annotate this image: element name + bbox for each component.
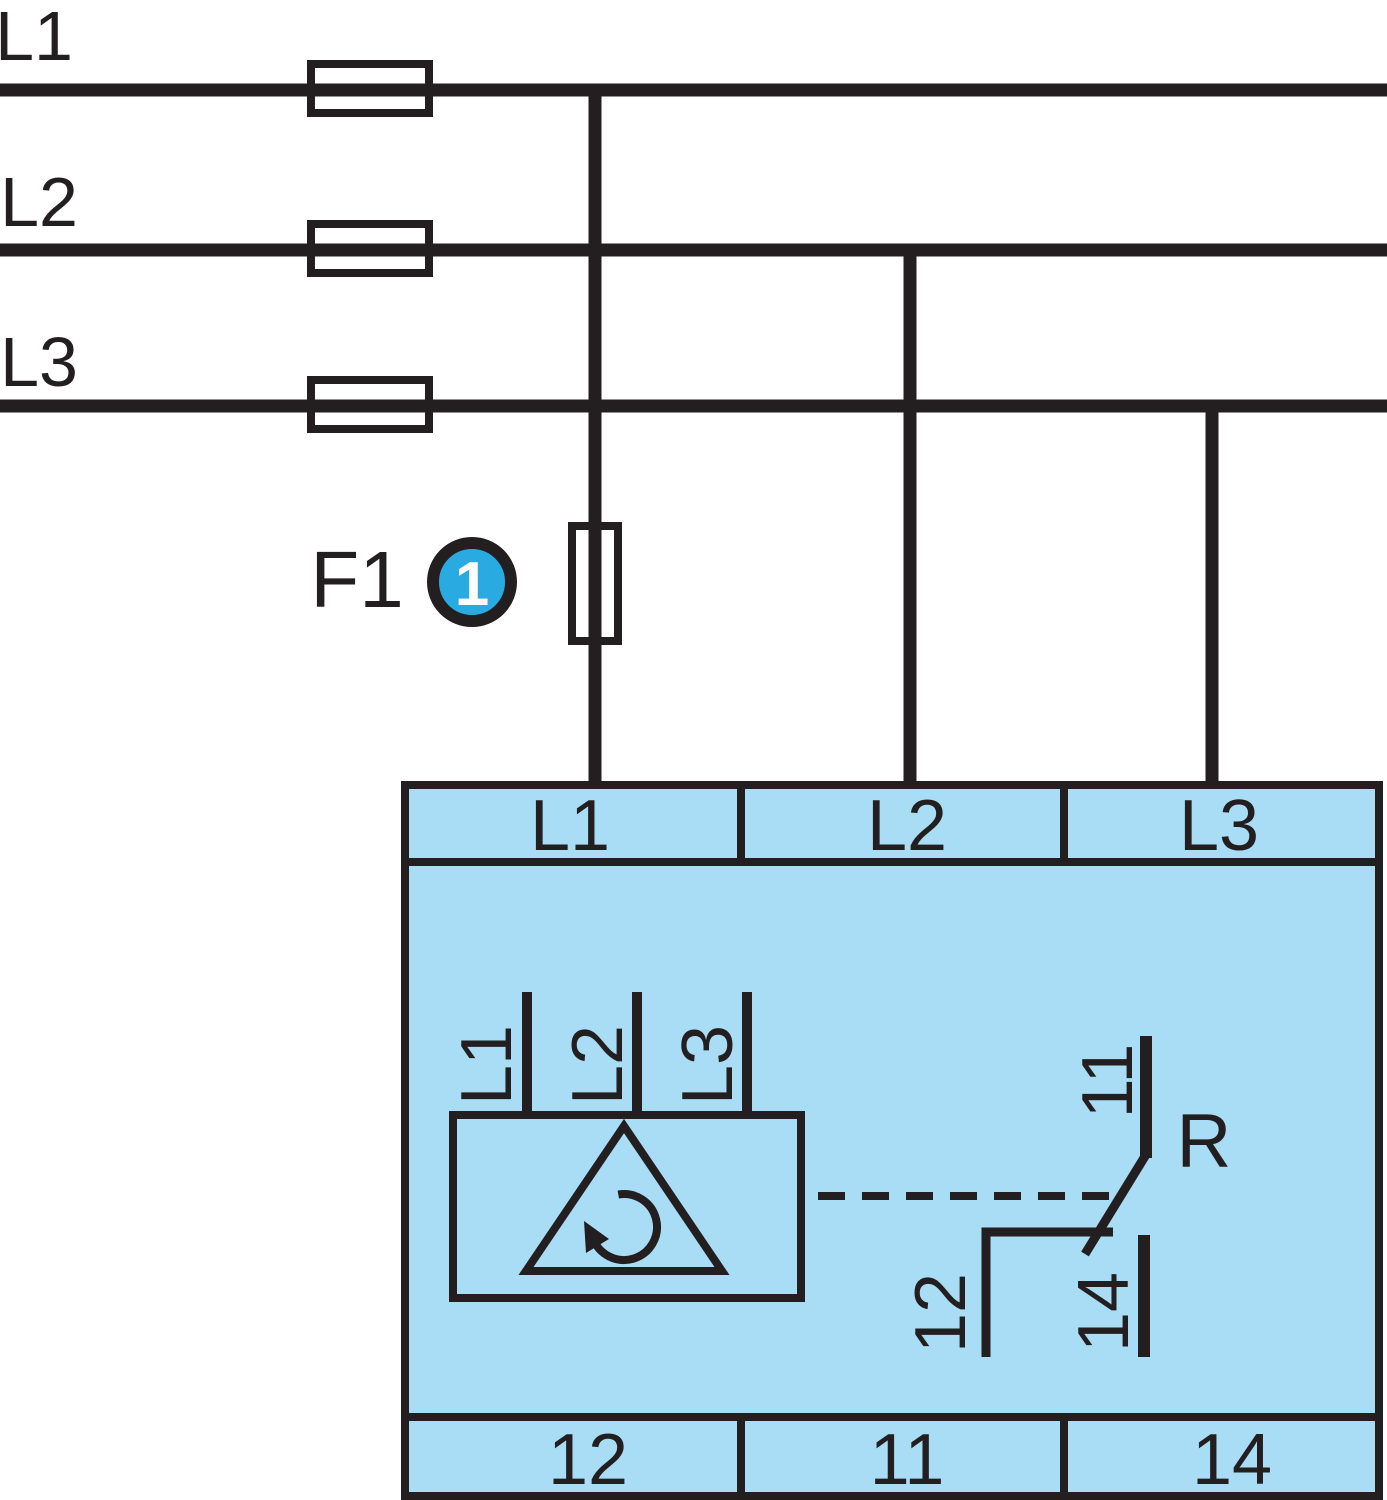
relay-device-body: [401, 781, 1383, 1500]
bottom-terminal-12: 12: [547, 1420, 629, 1500]
phase-label-l2: L2: [0, 163, 78, 241]
rotation-arrow-arc: [589, 1190, 661, 1264]
top-terminal-l2: L2: [866, 786, 948, 866]
fuse-symbol-l3: [307, 376, 433, 433]
callout-1-badge: [427, 537, 517, 627]
contact-label-12: 12: [901, 1272, 981, 1354]
contact-label-14: 14: [1064, 1271, 1144, 1353]
rotation-arrow-head: [584, 1221, 609, 1253]
fuse-symbol-l2: [307, 220, 433, 277]
callout-1-number: 1: [454, 550, 490, 619]
phase-label-l3: L3: [0, 323, 78, 401]
monitor-input-label-l3: L3: [668, 1024, 748, 1106]
bottom-terminal-11: 11: [869, 1420, 945, 1500]
fuse-f1-label: F1: [310, 535, 404, 624]
monitor-input-label-l1: L1: [447, 1024, 527, 1106]
contact-arm: [1081, 1150, 1151, 1257]
phase-label-l1: L1: [0, 0, 73, 75]
top-terminal-l1: L1: [529, 786, 611, 866]
contact-lead-12: [981, 1227, 1113, 1357]
phase-sequence-triangle: [518, 1118, 730, 1275]
phase-monitor-block: [449, 1111, 805, 1302]
contact-label-11: 11: [1068, 1043, 1148, 1119]
top-terminal-l3: L3: [1178, 786, 1260, 866]
relay-label-r: R: [1176, 1099, 1232, 1184]
monitor-input-label-l2: L2: [558, 1024, 638, 1106]
fuse-symbol-l1: [307, 60, 433, 117]
fuse-f1-symbol: [568, 522, 622, 645]
bottom-terminal-14: 14: [1191, 1420, 1273, 1500]
